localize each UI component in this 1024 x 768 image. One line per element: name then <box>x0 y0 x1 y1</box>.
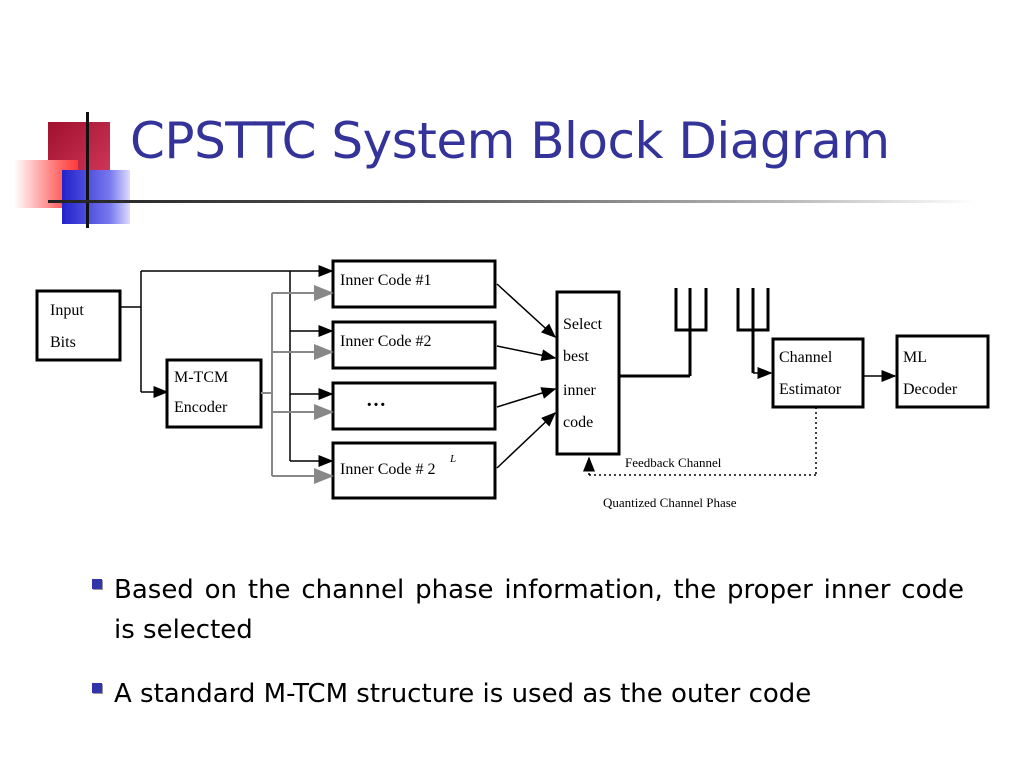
bullet-item: A standard M-TCM structure is used as th… <box>92 674 964 714</box>
bullet-text: A standard M-TCM structure is used as th… <box>114 679 812 709</box>
decoder-label-line2: Decoder <box>903 381 958 398</box>
select-label-line3: inner <box>563 382 597 399</box>
input-label-line1: Input <box>50 302 84 319</box>
select-label-line1: Select <box>563 316 603 333</box>
bullet-list: Based on the channel phase information, … <box>92 570 964 738</box>
bullet-text: Based on the channel phase information, … <box>114 575 964 645</box>
transmit-antenna-icon <box>619 288 708 378</box>
bullet-square-icon <box>92 683 102 693</box>
inner-code-label-last: Inner Code # 2 <box>340 461 436 478</box>
encoder-label-line1: M-TCM <box>174 369 228 386</box>
inner-code-block-1: Inner Code #1 <box>331 259 497 309</box>
title-divider <box>48 200 978 203</box>
feedback-channel-label: Feedback Channel <box>625 455 722 470</box>
select-connections <box>496 283 557 469</box>
input-bits-block: Input Bits <box>35 289 122 362</box>
estimator-label-line2: Estimator <box>779 381 842 398</box>
input-label-line2: Bits <box>50 334 76 351</box>
input-connections <box>120 265 334 467</box>
inner-code-block-last: Inner Code # 2 L <box>331 441 497 500</box>
mtcm-encoder-block: M-TCM Encoder <box>165 358 263 429</box>
inner-code-block-ellipsis: … <box>331 381 497 431</box>
encoder-label-line2: Encoder <box>174 399 228 416</box>
select-block: Select best inner code <box>555 290 621 456</box>
inner-code-block-2: Inner Code #2 <box>331 320 497 370</box>
decoder-label-line1: ML <box>903 349 927 366</box>
decor-vertical-line <box>86 112 89 228</box>
select-label-line2: best <box>563 348 589 365</box>
select-label-line4: code <box>563 414 593 431</box>
page-title: CPSTTC System Block Diagram <box>130 112 890 170</box>
feedback-channel <box>583 407 817 476</box>
receive-antenna-icon <box>736 288 773 379</box>
inner-code-label-1: Inner Code #1 <box>340 272 432 289</box>
decor-blue-square <box>62 170 130 224</box>
ml-decoder-block: ML Decoder <box>895 334 990 409</box>
block-diagram: Input Bits M-TCM Encoder Inner Code #1 I… <box>35 259 990 510</box>
quantized-phase-label: Quantized Channel Phase <box>603 495 737 510</box>
inner-code-label-2: Inner Code #2 <box>340 333 432 350</box>
inner-code-superscript: L <box>449 453 456 465</box>
channel-estimator-block: Channel Estimator <box>771 337 865 409</box>
bullet-item: Based on the channel phase information, … <box>92 570 964 650</box>
estimator-label-line1: Channel <box>779 349 833 366</box>
inner-code-ellipsis: … <box>366 389 386 411</box>
bullet-square-icon <box>92 579 102 589</box>
encoder-connections <box>261 285 334 484</box>
